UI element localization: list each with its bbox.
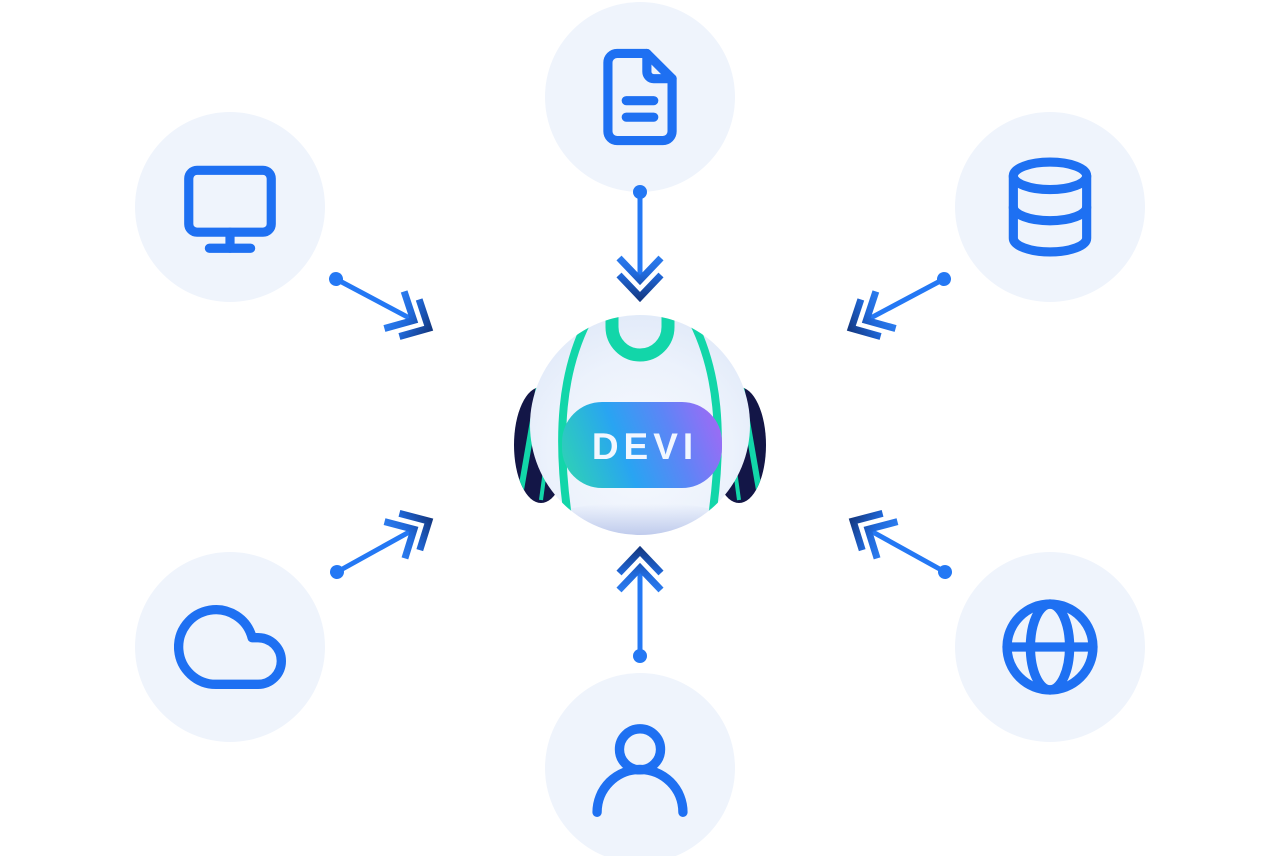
arrow-database-to-center [841,257,960,347]
arrow-document-to-center [619,185,661,297]
bubble-globe [955,552,1145,742]
bubble-monitor [135,112,325,302]
globe-icon [1002,599,1098,695]
devi-robot: DEVI [514,315,766,535]
robot-head-loop [605,315,675,362]
arrow-user-to-center [619,551,661,663]
document-icon [603,48,677,146]
robot-chin-shadow [530,502,750,535]
database-icon [1008,157,1092,257]
bubble-user [545,673,735,856]
robot-right-seam [689,320,722,525]
monitor-icon [184,165,276,253]
arrow-monitor-to-center [320,257,439,347]
arrow-globe-to-center [843,503,961,594]
user-icon [592,724,688,817]
arrow-cloud-to-center [321,503,439,594]
devi-logo-text: DEVI [592,426,698,467]
bubble-document [545,2,735,192]
robot-left-seam [558,320,591,525]
cloud-icon [174,605,286,689]
bubble-cloud [135,552,325,742]
robot-visor [562,402,722,488]
bubble-database [955,112,1145,302]
